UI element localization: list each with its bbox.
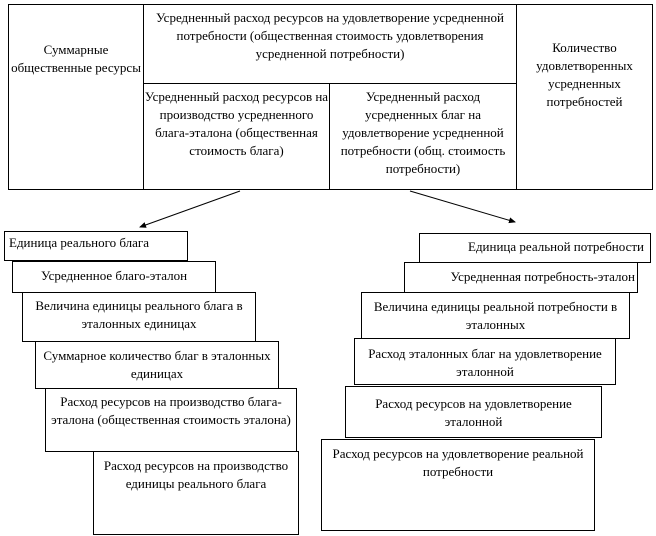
left-stack-item-real-good-in-benchmark-units: Величина единицы реального блага в этало…: [22, 292, 256, 342]
left-stack-item-real-good-production-cost: Расход ресурсов на производство единицы …: [93, 451, 299, 535]
left-arrow: [139, 190, 241, 228]
total-social-resources-text: Суммарные общественные ресурсы: [11, 42, 141, 75]
satisfied-needs-count-cell: Количество удовлетворенных усредненных п…: [516, 4, 653, 190]
avg-benchmark-good-cost-cell: Усредненный расход ресурсов на производс…: [143, 83, 330, 190]
right-stack-item-real-need-in-benchmark-units: Величина единицы реальной потребности в …: [361, 292, 630, 339]
right-stack-item-resources-per-real-need: Расход ресурсов на удовлетворение реальн…: [321, 439, 595, 531]
left-stack-item-total-goods-benchmark: Суммарное количество благ в эталонных ед…: [35, 341, 279, 389]
avg-resource-consumption-text: Усредненный расход ресурсов на удовлетво…: [156, 10, 504, 61]
avg-resource-consumption-cell: Усредненный расход ресурсов на удовлетво…: [143, 4, 517, 84]
right-stack-item-resources-per-benchmark-need: Расход ресурсов на удовлетворение эталон…: [345, 386, 602, 438]
left-stack-item-real-good-unit: Единица реального блага: [4, 231, 188, 261]
avg-benchmark-good-cost-text: Усредненный расход ресурсов на производс…: [144, 89, 329, 158]
left-stack-item-benchmark-production-cost: Расход ресурсов на производство блага-эт…: [45, 388, 297, 452]
satisfied-needs-count-text: Количество удовлетворенных усредненных п…: [536, 40, 633, 109]
right-stack-item-benchmark-goods-per-need: Расход эталонных благ на удовлетворение …: [354, 338, 616, 385]
total-social-resources-cell: Суммарные общественные ресурсы: [8, 4, 144, 190]
right-stack-item-real-need-unit: Единица реальной потребности: [419, 233, 651, 263]
left-stack-item-benchmark-good: Усредненное благо-эталон: [12, 261, 216, 293]
avg-goods-per-need-cell: Усредненный расход усредненных благ на у…: [329, 83, 517, 190]
right-stack-item-benchmark-need: Усредненная потребность-эталон: [404, 262, 638, 293]
avg-goods-per-need-text: Усредненный расход усредненных благ на у…: [340, 89, 506, 176]
right-arrow: [409, 190, 516, 224]
